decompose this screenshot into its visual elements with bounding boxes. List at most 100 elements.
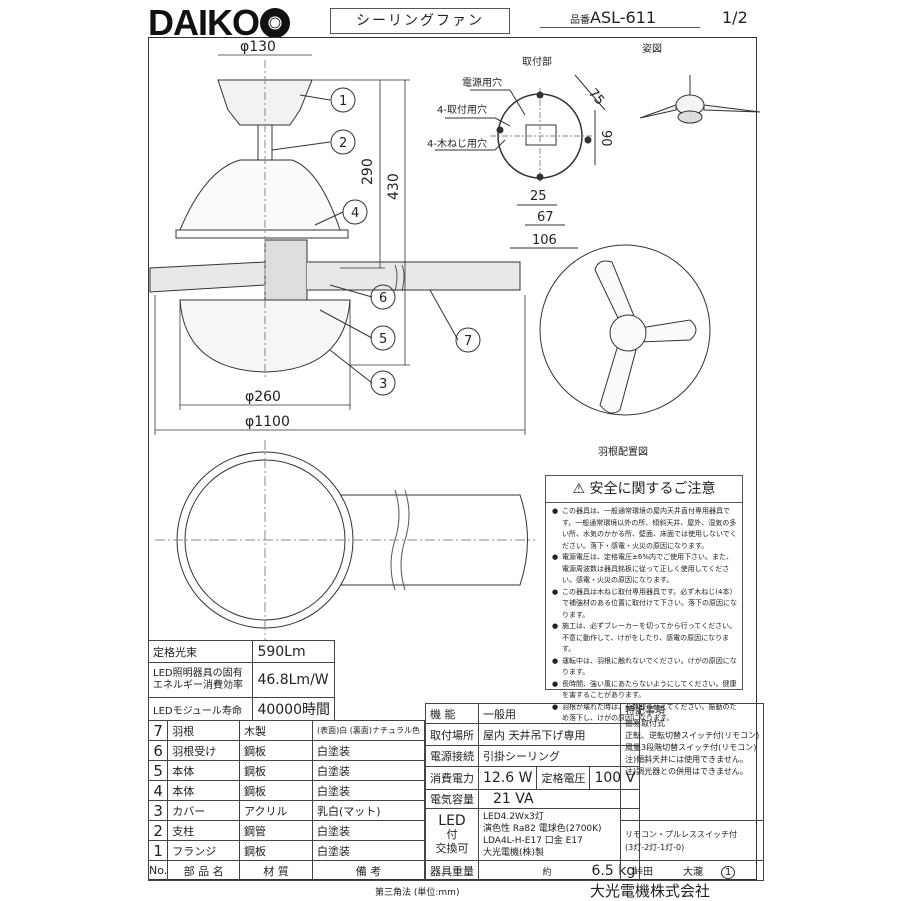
power-label: 消費電力 xyxy=(425,766,479,790)
logo-text: DAIKO xyxy=(148,2,260,43)
dim-75: 75 xyxy=(585,86,607,108)
part-material: 鋼管 xyxy=(239,820,313,841)
part-material: アクリル xyxy=(239,800,313,821)
part-no-label: 品番 xyxy=(570,15,590,26)
callout-3: 3 xyxy=(379,377,387,392)
remote-note: リモコン・プルレススイッチ付 xyxy=(625,829,737,839)
safety-title-text: 安全に関するご注意 xyxy=(589,481,716,497)
callout-5: 5 xyxy=(379,332,387,347)
power-value: 12.6 W xyxy=(477,766,538,790)
part-note: 白塗装 xyxy=(311,760,426,781)
note-line: 正転、逆転切替スイッチ付(リモコン) xyxy=(625,731,760,740)
part-material: 鋼板 xyxy=(239,740,313,761)
side-view xyxy=(149,60,521,380)
spec-label: 定格光束 xyxy=(147,640,254,663)
weight-approx: 約 xyxy=(542,867,552,878)
dim-phi260: φ260 xyxy=(245,389,281,405)
perspective-view xyxy=(639,75,761,124)
signature-designer: 峠田 xyxy=(633,867,653,878)
mount-label: 取付部 xyxy=(522,55,552,68)
safety-item: 長時間、強い風にあたらないようにしてください。健康を害することがあります。 xyxy=(550,679,738,702)
spec-label: LED照明器具の固有エネルギー消費効率 xyxy=(147,662,254,698)
part-no: 1 xyxy=(147,840,169,861)
spec-value: 590Lm xyxy=(252,640,335,663)
dim-106: 106 xyxy=(532,233,557,248)
mounting-plate-view xyxy=(435,74,606,249)
product-title: シーリングファン xyxy=(330,8,510,34)
note-line: 注)調光器との併用はできません。 xyxy=(625,767,748,776)
spec-label: LEDモジュール寿命 xyxy=(147,697,254,721)
part-note: 白塗装 xyxy=(311,740,426,761)
part-no: 6 xyxy=(147,740,169,761)
header-name: 部 品 名 xyxy=(167,860,241,881)
perspective-label: 姿図 xyxy=(642,42,662,55)
callout-2: 2 xyxy=(339,136,347,151)
location-label: 取付場所 xyxy=(425,723,479,746)
part-name: フランジ xyxy=(167,840,241,861)
safety-item: 運転中は、羽根に触れないでください。けがの原因になります。 xyxy=(550,656,738,679)
dim-430: 430 xyxy=(386,173,402,200)
callout-6: 6 xyxy=(379,291,387,306)
spec-value: 46.8Lm/W xyxy=(252,662,335,698)
safety-item: 施工は、必ずブレーカーを切ってから行ってください。不意に動作して、けがをしたり、… xyxy=(550,621,738,656)
part-material: 鋼板 xyxy=(239,780,313,801)
dim-90: 90 xyxy=(598,130,613,147)
part-note: 乳白(マット) xyxy=(311,800,426,821)
spec-value: 40000時間 xyxy=(252,697,335,721)
header-note: 備 考 xyxy=(311,860,426,881)
revision-mark: 1 xyxy=(721,866,736,879)
blade-layout-view xyxy=(539,244,711,416)
sun-logo-icon xyxy=(260,8,290,38)
connection-value: 引掛シーリング xyxy=(477,745,641,767)
part-material: 鋼板 xyxy=(239,840,313,861)
dim-290: 290 xyxy=(360,158,376,185)
callout-7: 7 xyxy=(464,334,472,349)
part-note: 白塗装 xyxy=(311,840,426,861)
led-line: LED4.2Wx3灯 xyxy=(483,811,544,822)
part-no: 5 xyxy=(147,760,169,781)
function-value: 一般用 xyxy=(477,703,641,724)
note-line: 注)傾斜天井には使用できません。 xyxy=(625,755,748,764)
voltage-label: 定格電圧 xyxy=(536,766,591,790)
dim-phi130: φ130 xyxy=(240,39,276,55)
safety-item: 電源電圧は、定格電圧±6%内でご使用下さい。また、電源周波数は器具銘板に従って正… xyxy=(550,552,738,587)
part-no: 7 xyxy=(147,720,169,741)
dim-25: 25 xyxy=(530,189,547,204)
led-label: LED xyxy=(438,812,466,829)
callout-4: 4 xyxy=(351,206,359,221)
part-name: 支柱 xyxy=(167,820,241,841)
bottom-view xyxy=(155,440,535,640)
part-note: 白塗装 xyxy=(311,820,426,841)
header-material: 材 質 xyxy=(239,860,313,881)
part-no: 2 xyxy=(147,820,169,841)
header-no: No. xyxy=(147,860,169,881)
led-sub1: 付 xyxy=(446,827,458,841)
part-number: 品番ASL-611 xyxy=(540,8,700,28)
part-name: 羽根 xyxy=(167,720,241,741)
mount-hole-label: 4-取付用穴 xyxy=(437,103,487,116)
part-no: 3 xyxy=(147,800,169,821)
led-line: 演色性 Ra82 電球色(2700K) xyxy=(483,823,602,834)
weight-label: 器具重量 xyxy=(425,860,479,881)
part-name: 本体 xyxy=(167,780,241,801)
safety-item: この器具は木ねじ取付専用器具です。必ず木ねじ(4本)で補強材のある位置に取付けて… xyxy=(550,587,738,622)
led-line: LDA4L-H-E17 口金 E17 xyxy=(483,835,583,846)
part-note: (表面)白 (裏面)ナチュラル色 xyxy=(311,720,426,741)
dim-phi1100: φ1100 xyxy=(245,414,290,430)
part-name: カバー xyxy=(167,800,241,821)
signature-checker: 大瀧 xyxy=(683,867,703,878)
dimension-lines xyxy=(154,54,526,435)
part-no-value: ASL-611 xyxy=(590,8,657,27)
capacity-label: 電気容量 xyxy=(425,789,479,809)
note-line: 風量3段階切替スイッチ付(リモコン) xyxy=(625,743,757,752)
